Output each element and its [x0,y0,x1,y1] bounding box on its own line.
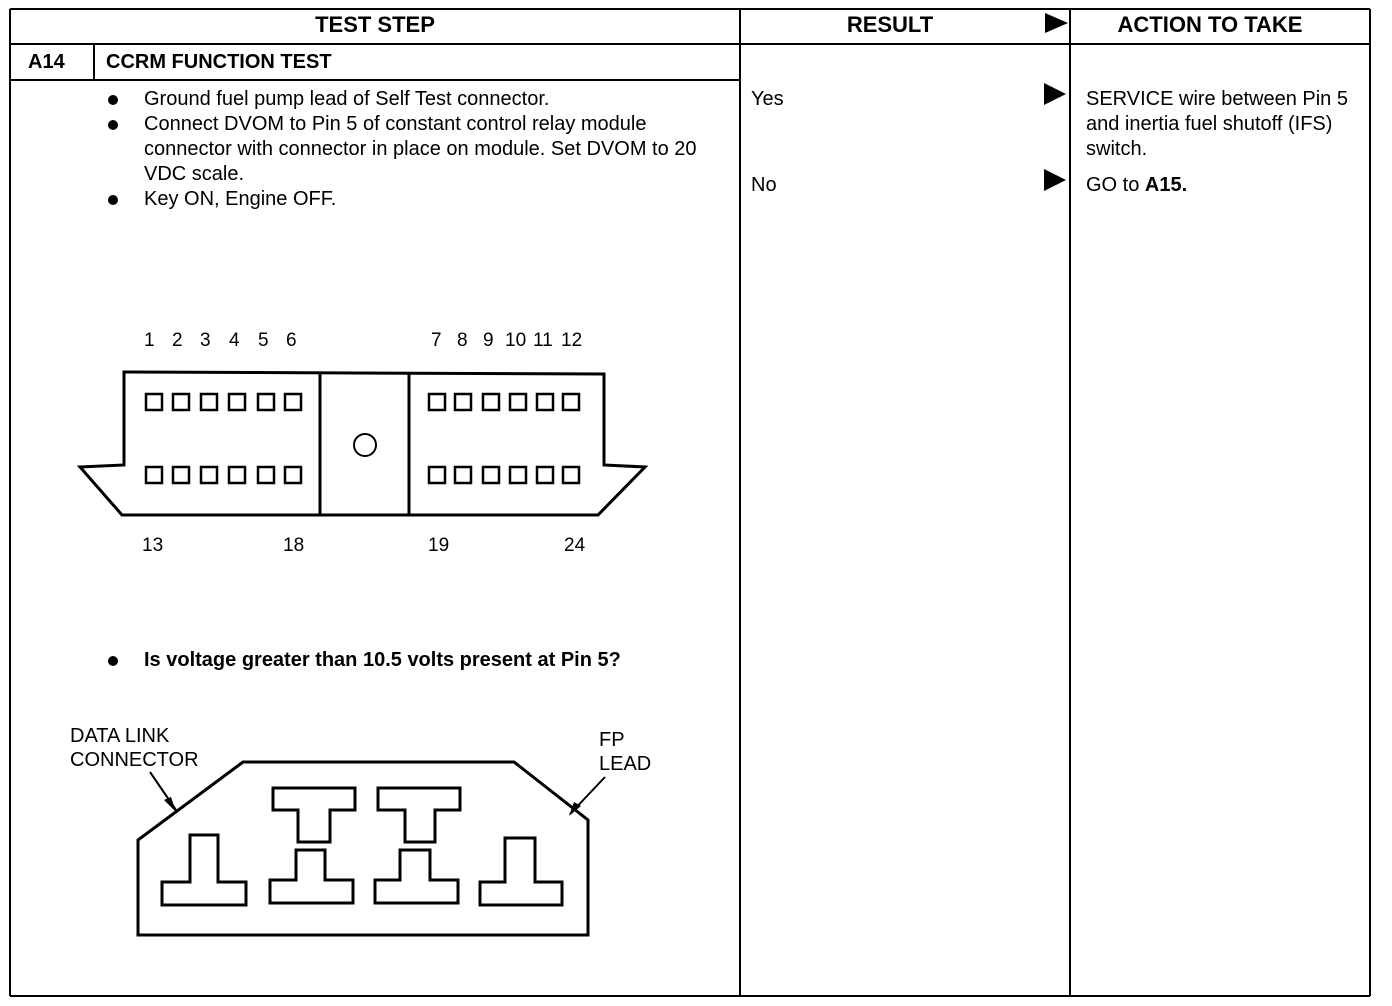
pin-label: 13 [142,535,164,556]
header-test-step: TEST STEP [315,12,435,37]
pin-socket [144,465,164,485]
step-title: CCRM FUNCTION TEST [106,51,332,73]
fp-label-line1: FP [599,729,625,751]
pin-label: 7 [431,330,442,351]
pin-label: 19 [428,535,450,556]
pin-label: 12 [561,330,583,351]
pin-socket [481,392,501,412]
pin-label: 2 [172,330,183,351]
pin-socket [256,392,276,412]
dlc-label-line1: DATA LINK [70,725,170,747]
pin-socket [561,465,581,485]
pin-label: 6 [286,330,297,351]
pin-label: 3 [200,330,211,351]
action-no-prefix: GO to [1086,174,1145,196]
pin-label: 11 [533,330,553,351]
action-yes: SERVICE wire between Pin 5 and inertia f… [1086,88,1348,160]
step-instructions: Ground fuel pump lead of Self Test conne… [106,87,706,212]
pin-socket [144,392,164,412]
pin-socket [481,465,501,485]
header-arrow-icon [1045,13,1068,33]
instruction-item: Connect DVOM to Pin 5 of constant contro… [106,112,706,187]
result-no: No [751,174,777,196]
pin-socket [453,392,473,412]
arrow-icon [569,802,581,816]
fp-label-line2: LEAD [599,753,652,775]
result-arrow-icon [1044,169,1066,191]
pin-socket [283,392,303,412]
pin-label: 18 [283,535,305,556]
action-no-ref: A15. [1144,174,1188,196]
pin-socket [256,465,276,485]
pin-socket [227,465,247,485]
pin-socket [427,465,447,485]
result-yes: Yes [751,88,784,110]
question-item: Is voltage greater than 10.5 volts prese… [106,648,706,673]
pin-socket [171,465,191,485]
pin-socket [535,465,555,485]
instruction-item: Key ON, Engine OFF. [106,187,706,212]
step-id: A14 [28,51,65,73]
pin-socket [453,465,473,485]
pin-socket [508,392,528,412]
dlc-label-line2: CONNECTOR [70,749,199,771]
result-arrow-icon [1044,83,1066,105]
pin-socket [283,465,303,485]
pin-socket [427,392,447,412]
pin-label: 10 [505,330,527,351]
pin-socket [171,392,191,412]
pin-socket [227,392,247,412]
pin-socket [199,392,219,412]
pin-label: 24 [564,535,586,556]
pin-socket [199,465,219,485]
pin-socket [535,392,555,412]
header-result: RESULT [846,12,934,37]
pin-label: 1 [144,330,155,351]
action-no: GO to A15. [1086,173,1187,198]
arrow-icon [164,797,176,812]
pin-label: 4 [229,330,240,351]
pin-socket [561,392,581,412]
pin-socket [508,465,528,485]
header-action: ACTION TO TAKE [1117,12,1303,37]
pin-label: 8 [457,330,468,351]
step-question: Is voltage greater than 10.5 volts prese… [106,648,706,673]
pin-label: 5 [258,330,269,351]
instruction-item: Ground fuel pump lead of Self Test conne… [106,87,706,112]
pin-label: 9 [483,330,494,351]
